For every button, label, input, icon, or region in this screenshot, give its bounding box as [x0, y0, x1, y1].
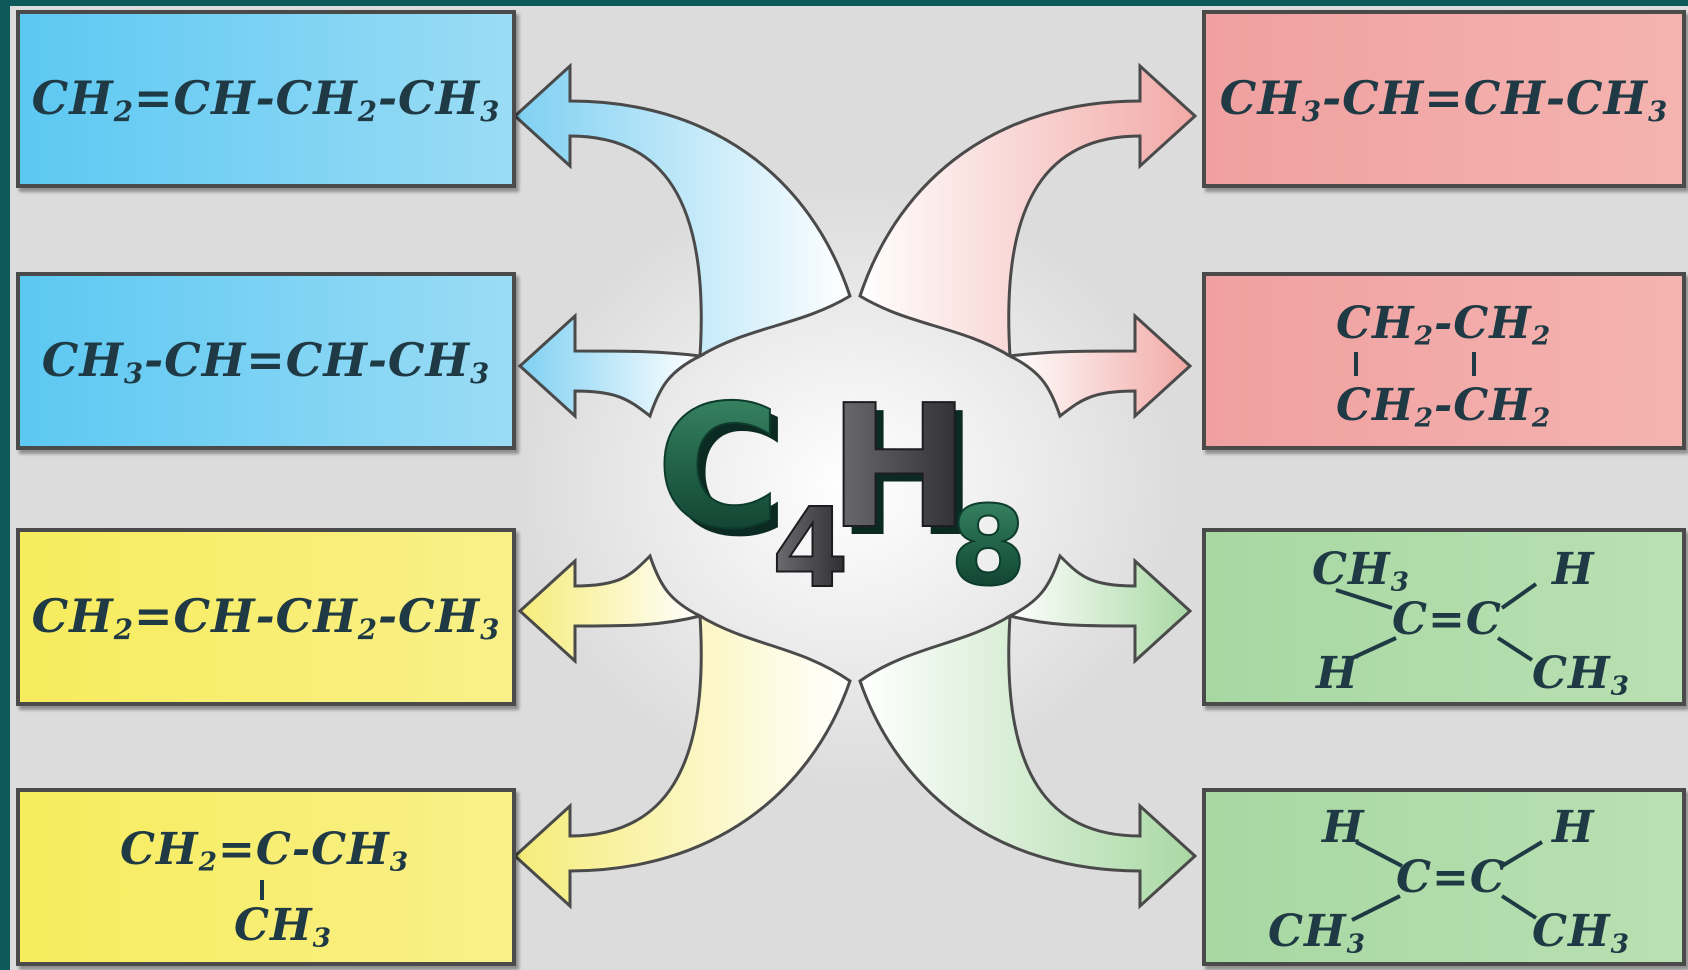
formula-right-1: CH3-CH=CH-CH3	[1219, 70, 1669, 128]
formula-right-3: CH3 H C=C H CH3	[1206, 532, 1682, 702]
formula-right-4: H H C=C CH3 CH3	[1206, 792, 1682, 962]
formula-left-4-branch: CH3	[234, 900, 332, 954]
alkene4-bonds	[1351, 840, 1544, 922]
bond-branch	[260, 880, 264, 900]
arrow-to-box-right-4	[858, 613, 1198, 910]
center-glow	[520, 186, 1180, 786]
arrow-to-box-left-1	[512, 62, 852, 359]
formula-left-3: CH2=CH-CH2-CH3	[31, 588, 501, 646]
arrow-to-box-right-2	[1004, 312, 1193, 420]
box-right-3: CH3 H C=C H CH3	[1202, 528, 1686, 706]
formula-left-1: CH2=CH-CH2-CH3	[31, 70, 501, 128]
box-left-3: CH2=CH-CH2-CH3	[16, 528, 516, 706]
arrow-to-box-right-1	[858, 62, 1198, 359]
arrow-to-box-left-3	[517, 553, 705, 665]
ring-bottom: CH2-CH2	[1336, 380, 1552, 434]
box-left-4: CH2=C-CH3 CH3	[16, 788, 516, 966]
ring-top: CH2-CH2	[1336, 298, 1552, 352]
center-h-shadow: H	[836, 377, 978, 575]
ring-bond-left	[1354, 352, 1358, 376]
alkene4-tr: H	[1552, 802, 1595, 853]
center-c: C	[656, 376, 781, 567]
formula-left-4: CH2=C-CH3 CH3	[20, 792, 512, 962]
box-left-2: CH3-CH=CH-CH3	[16, 272, 516, 450]
alkene3-br: CH3	[1532, 648, 1630, 702]
alkene3-bonds	[1335, 582, 1538, 662]
ring-bond-right	[1472, 352, 1476, 376]
box-left-1: CH2=CH-CH2-CH3	[16, 10, 516, 188]
alkene4-br: CH3	[1532, 906, 1630, 960]
alkene3-tr: H	[1552, 544, 1595, 595]
arrows-layer	[512, 62, 1198, 910]
center-subscript-8: 8	[950, 482, 1027, 596]
arrow-to-box-right-3	[1005, 553, 1193, 665]
box-right-1: CH3-CH=CH-CH3	[1202, 10, 1686, 188]
formula-right-2: CH2-CH2 CH2-CH2	[1206, 276, 1682, 446]
arrow-to-box-left-2	[517, 312, 706, 420]
center-subscript-4: 4	[772, 484, 849, 596]
alkene4-bl: CH3	[1268, 906, 1366, 960]
arrow-to-box-left-4	[512, 613, 852, 910]
center-c-shadow: C	[664, 377, 789, 575]
alkene3-center: C=C	[1392, 594, 1502, 645]
alkene3-tl: CH3	[1312, 544, 1410, 598]
box-right-2: CH2-CH2 CH2-CH2	[1202, 272, 1686, 450]
formula-left-4-main: CH2=C-CH3	[120, 824, 410, 878]
alkene4-center: C=C	[1396, 852, 1506, 903]
formula-left-2: CH3-CH=CH-CH3	[41, 332, 491, 390]
center-h: H	[828, 376, 970, 567]
box-right-4: H H C=C CH3 CH3	[1202, 788, 1686, 966]
center-formula-c4h8: C C 4 H H 8	[655, 376, 1028, 596]
diagram-canvas: C C 4 H H 8 CH2=CH-CH2-CH3 CH3-CH=CH-CH3…	[10, 6, 1688, 970]
